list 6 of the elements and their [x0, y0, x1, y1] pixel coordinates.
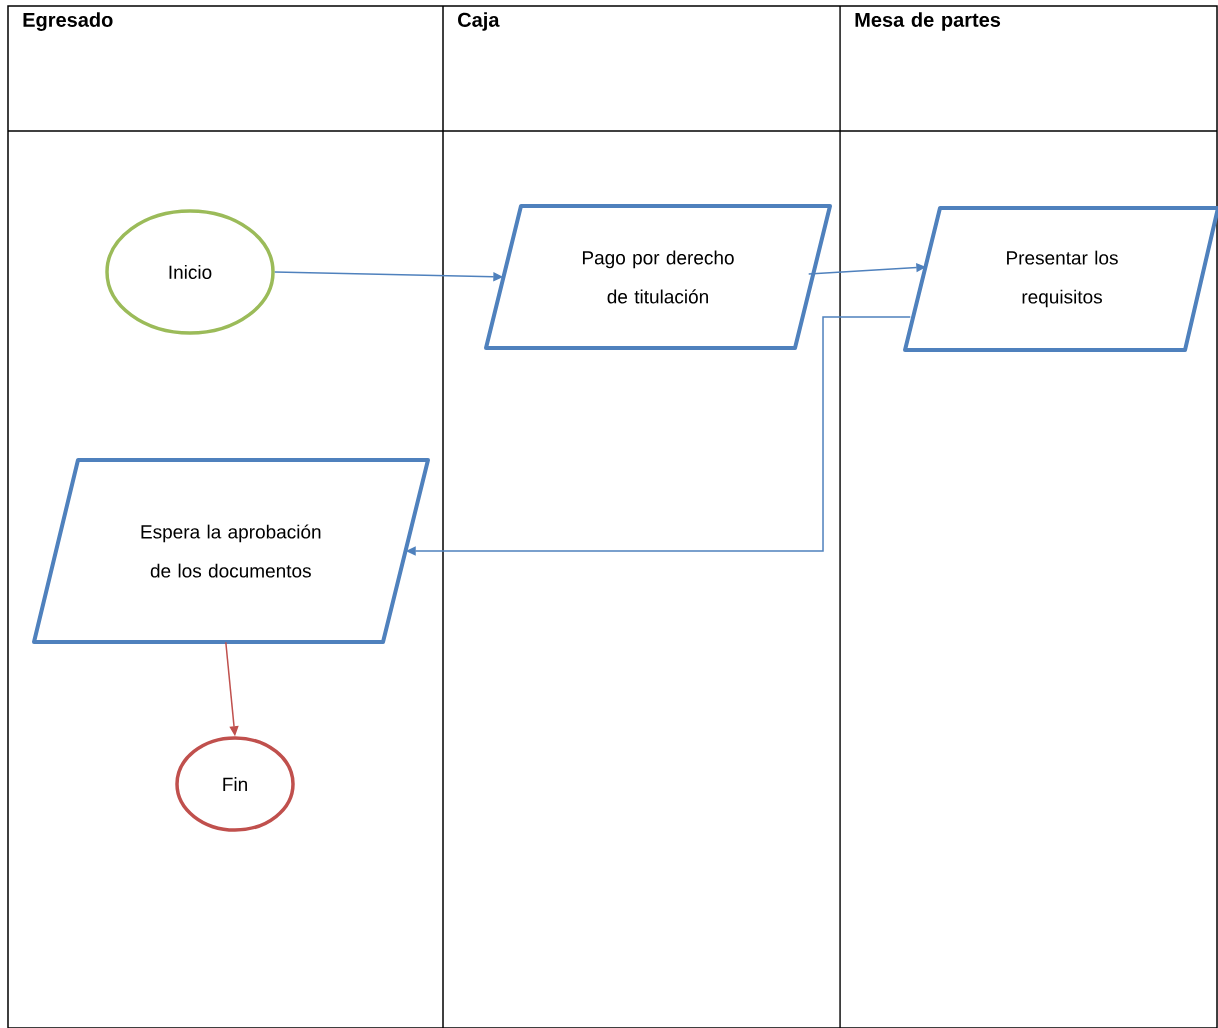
lane-header: Egresado [23, 12, 113, 31]
data-parallelogram: Pago por derecho de titulación [484, 204, 832, 350]
lane-header: Caja [458, 12, 500, 31]
lane-header: Mesa de partes [855, 12, 1001, 31]
data-parallelogram: Presentar los requisitos [903, 206, 1218, 352]
data-parallelogram: Espera la aprobación de los documentos [32, 458, 430, 644]
